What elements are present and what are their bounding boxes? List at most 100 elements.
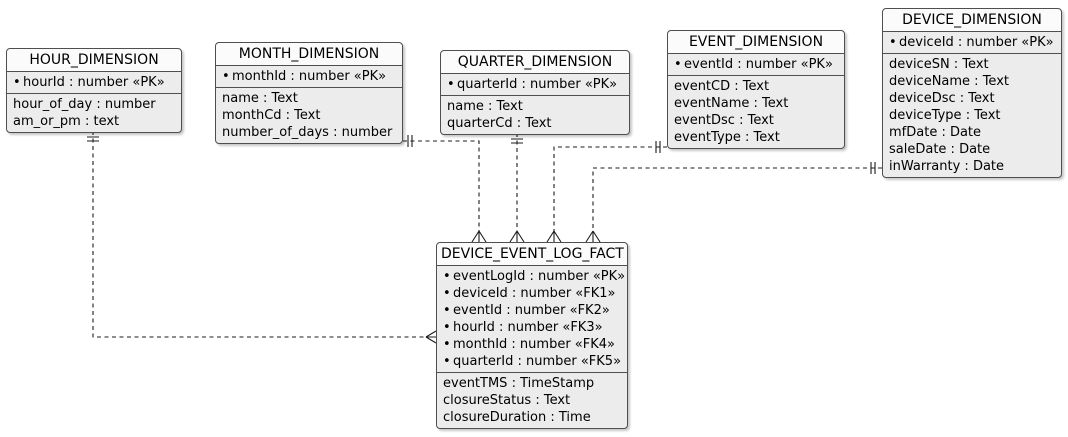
attribute-text: eventId : number «PK» xyxy=(684,57,833,72)
relationship-event-to-fact[interactable] xyxy=(546,141,667,243)
entity-hour-dimension[interactable]: HOUR_DIMENSION •hourId : number «PK» hour_… xyxy=(6,48,182,133)
attribute-row: eventDsc : Text xyxy=(674,112,838,129)
key-bullet-icon: • xyxy=(674,57,682,72)
attribute-text: name : Text xyxy=(222,91,298,106)
attribute-row: mfDate : Date xyxy=(889,124,1055,141)
attribute-row: saleDate : Date xyxy=(889,141,1055,158)
entity-device-event-log-fact[interactable]: DEVICE_EVENT_LOG_FACT•eventLogId : numbe… xyxy=(436,242,628,429)
cardinality-one-tick xyxy=(407,135,413,147)
key-attribute-row: •hourId : number «PK» xyxy=(13,74,175,91)
attribute-text: closureStatus : Text xyxy=(443,393,571,408)
attribute-section: eventTMS : TimeStamp closureStatus : Text… xyxy=(437,373,627,428)
crow-foot-many-icon xyxy=(425,330,437,344)
key-bullet-icon: • xyxy=(443,354,451,369)
attribute-text: hour_of_day : number xyxy=(13,97,156,112)
relationship-quarter-to-fact[interactable] xyxy=(509,133,525,243)
attribute-row: deviceName : Text xyxy=(889,73,1055,90)
attribute-text: am_or_pm : text xyxy=(13,114,120,129)
attribute-text: eventName : Text xyxy=(674,96,789,111)
key-attribute-row: •quarterId : number «FK5» xyxy=(443,353,621,370)
crow-foot-many-icon xyxy=(585,230,601,243)
attribute-text: deviceType : Text xyxy=(889,108,1001,123)
relationship-month-to-fact[interactable] xyxy=(403,135,487,243)
key-attribute-row: •deviceId : number «FK1» xyxy=(443,285,621,302)
attribute-text: quarterCd : Text xyxy=(447,116,552,131)
key-section: •quarterId : number «PK» xyxy=(441,74,629,96)
attribute-text: name : Text xyxy=(447,99,523,114)
key-attribute-row: •hourId : number «FK3» xyxy=(443,319,621,336)
key-bullet-icon: • xyxy=(443,337,451,352)
attribute-row: eventCD : Text xyxy=(674,78,838,95)
attribute-row: inWarranty : Date xyxy=(889,158,1055,175)
attribute-text: hourId : number «PK» xyxy=(23,75,165,90)
key-attribute-row: •eventId : number «FK2» xyxy=(443,302,621,319)
relationship-device-to-fact[interactable] xyxy=(585,162,882,243)
attribute-text: saleDate : Date xyxy=(889,142,991,157)
key-attribute-row: •monthId : number «FK4» xyxy=(443,336,621,353)
attribute-row: eventTMS : TimeStamp xyxy=(443,375,621,392)
attribute-text: number_of_days : number xyxy=(222,125,393,140)
key-bullet-icon: • xyxy=(443,286,451,301)
key-bullet-icon: • xyxy=(889,35,897,50)
attribute-section: deviceSN : Text deviceName : Text deviceDs… xyxy=(883,54,1061,177)
attribute-row: number_of_days : number xyxy=(222,124,396,141)
attribute-section: name : Text monthCd : Text number_of_days … xyxy=(216,88,402,143)
attribute-text: hourId : number «FK3» xyxy=(453,320,603,335)
attribute-text: monthId : number «PK» xyxy=(232,69,387,84)
cardinality-one-tick xyxy=(87,136,99,142)
attribute-text: eventLogId : number «PK» xyxy=(453,269,626,284)
attribute-row: closureDuration : Time xyxy=(443,409,621,426)
key-bullet-icon: • xyxy=(13,75,21,90)
relationship-hour-to-fact[interactable] xyxy=(87,131,437,344)
key-bullet-icon: • xyxy=(443,269,451,284)
attribute-row: eventType : Text xyxy=(674,129,838,146)
attribute-text: eventTMS : TimeStamp xyxy=(443,376,595,391)
attribute-text: quarterId : number «FK5» xyxy=(453,354,622,369)
entity-quarter-dimension[interactable]: QUARTER_DIMENSION •quarterId : number «PK… xyxy=(440,50,630,135)
crow-foot-many-icon xyxy=(546,230,562,243)
key-section: •eventId : number «PK» xyxy=(668,54,844,76)
key-bullet-icon: • xyxy=(443,320,451,335)
attribute-section: hour_of_day : number am_or_pm : text xyxy=(7,94,181,132)
entity-title: QUARTER_DIMENSION xyxy=(441,51,629,74)
cardinality-one-tick xyxy=(655,141,661,153)
key-section: •hourId : number «PK» xyxy=(7,72,181,94)
attribute-text: deviceSN : Text xyxy=(889,57,989,72)
key-attribute-row: •eventLogId : number «PK» xyxy=(443,268,625,285)
key-bullet-icon: • xyxy=(447,77,455,92)
attribute-text: deviceDsc : Text xyxy=(889,91,995,106)
entity-device-dimension[interactable]: DEVICE_DIMENSION•deviceId : number «PK»d… xyxy=(882,8,1062,178)
key-section: •eventLogId : number «PK»•deviceId : num… xyxy=(437,266,627,373)
attribute-text: quarterId : number «PK» xyxy=(457,77,618,92)
attribute-text: eventId : number «FK2» xyxy=(453,303,610,318)
key-attribute-row: •monthId : number «PK» xyxy=(222,68,396,85)
key-bullet-icon: • xyxy=(222,69,230,84)
attribute-text: monthCd : Text xyxy=(222,108,321,123)
entity-event-dimension[interactable]: EVENT_DIMENSION•eventId : number «PK»eve… xyxy=(667,30,845,149)
entity-title: EVENT_DIMENSION xyxy=(668,31,844,54)
key-attribute-row: •deviceId : number «PK» xyxy=(889,34,1055,51)
attribute-row: name : Text xyxy=(447,98,623,115)
entity-month-dimension[interactable]: MONTH_DIMENSION •monthId : number «PK» nam… xyxy=(215,42,403,144)
attribute-row: quarterCd : Text xyxy=(447,115,623,132)
attribute-text: monthId : number «FK4» xyxy=(453,337,615,352)
entity-title: DEVICE_EVENT_LOG_FACT xyxy=(437,243,627,266)
attribute-row: monthCd : Text xyxy=(222,107,396,124)
attribute-text: eventType : Text xyxy=(674,130,780,145)
key-bullet-icon: • xyxy=(443,303,451,318)
attribute-row: name : Text xyxy=(222,90,396,107)
entity-title: HOUR_DIMENSION xyxy=(7,49,181,72)
attribute-text: deviceName : Text xyxy=(889,74,1009,89)
attribute-row: am_or_pm : text xyxy=(13,113,175,130)
key-section: •monthId : number «PK» xyxy=(216,66,402,88)
key-attribute-row: •quarterId : number «PK» xyxy=(447,76,623,93)
attribute-text: deviceId : number «PK» xyxy=(899,35,1054,50)
attribute-row: deviceSN : Text xyxy=(889,56,1055,73)
attribute-section: name : Text quarterCd : Text xyxy=(441,96,629,134)
attribute-row: eventName : Text xyxy=(674,95,838,112)
entity-title: MONTH_DIMENSION xyxy=(216,43,402,66)
cardinality-one-tick xyxy=(511,138,523,144)
